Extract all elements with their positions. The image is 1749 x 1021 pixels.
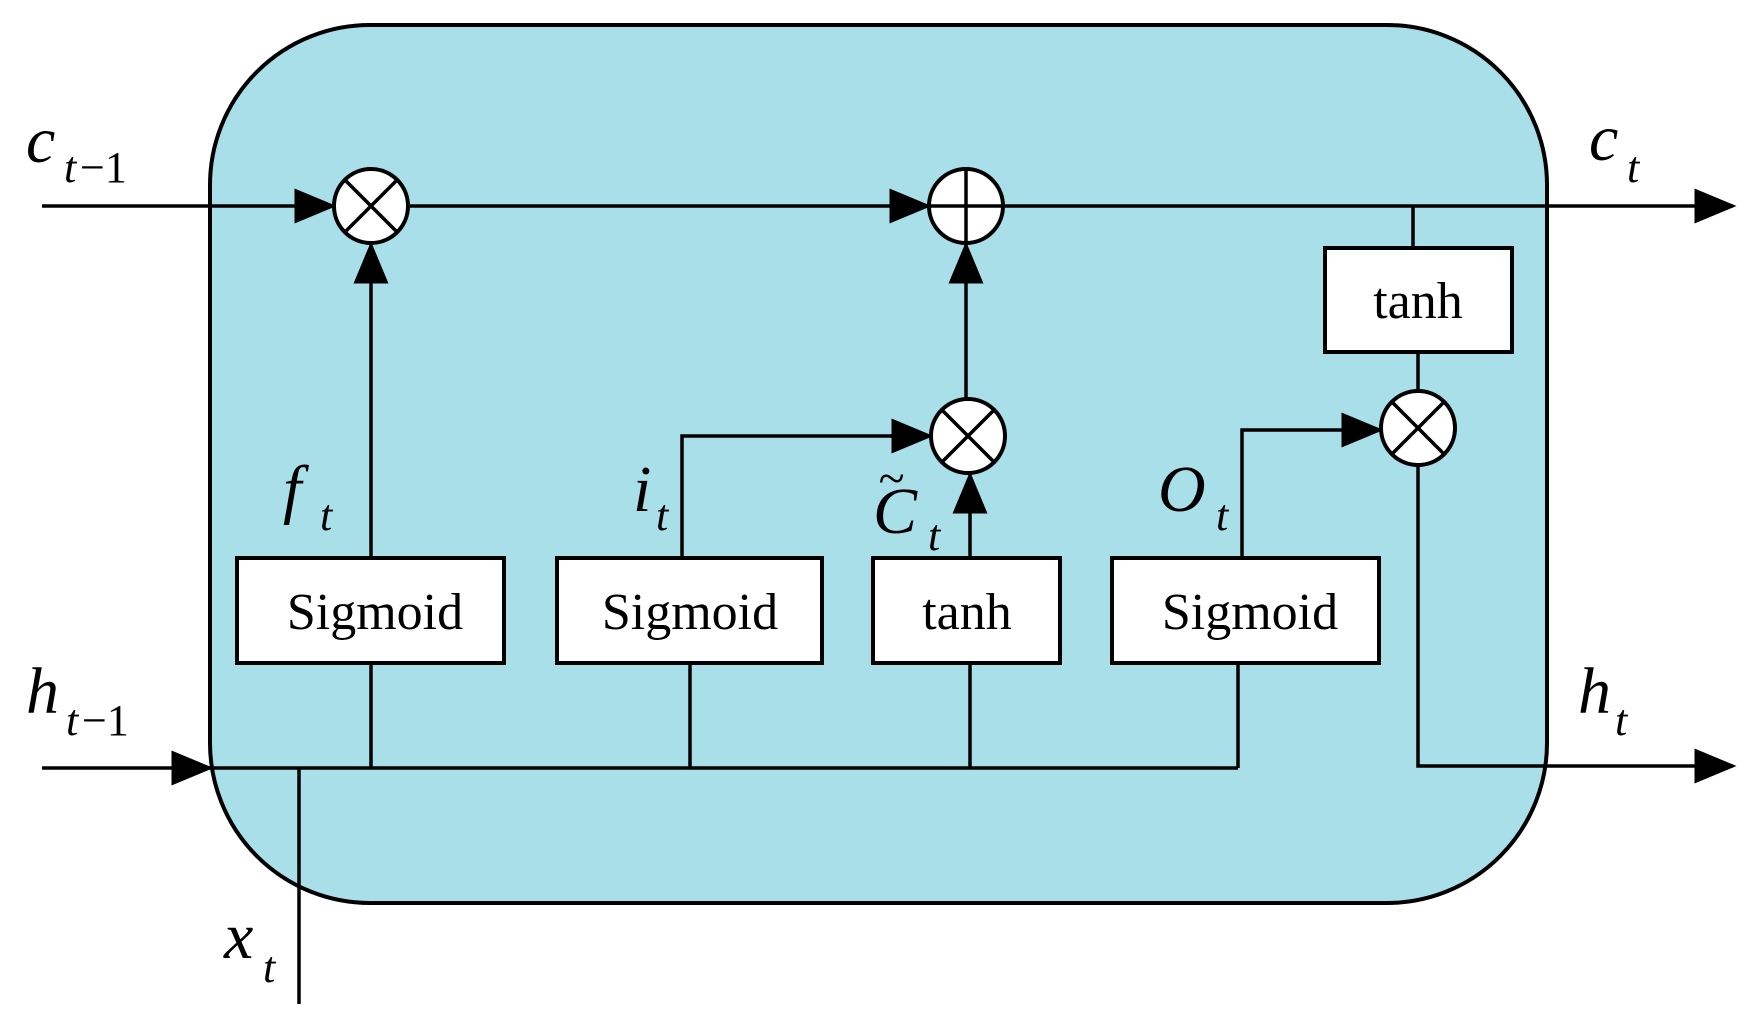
- output-gate-label: Sigmoid: [1162, 584, 1338, 641]
- forget-gate-box: Sigmoid: [235, 556, 506, 665]
- svg-text:c: c: [1589, 102, 1618, 175]
- svg-text:−1: −1: [82, 696, 129, 745]
- svg-text:h: h: [26, 655, 59, 728]
- output-gate-out-wire: [1240, 412, 1384, 558]
- input-multiply-op: [929, 397, 1007, 475]
- svg-text:c: c: [26, 104, 55, 177]
- label-c-out: c t: [1589, 102, 1641, 192]
- svg-text:C: C: [873, 475, 918, 548]
- label-output-var: O t: [1158, 453, 1230, 540]
- svg-text:t: t: [656, 491, 670, 540]
- label-candidate-var: ~ C t: [873, 452, 942, 560]
- svg-text:t: t: [1216, 491, 1230, 540]
- svg-text:t: t: [928, 511, 942, 560]
- input-gate-label: Sigmoid: [602, 584, 778, 641]
- output-multiply-op: [1379, 389, 1457, 467]
- forget-gate-label: Sigmoid: [287, 584, 463, 641]
- label-x: x t: [223, 900, 277, 992]
- label-h-prev: h t −1: [26, 655, 129, 745]
- forget-multiply-op: [332, 167, 410, 245]
- svg-text:i: i: [633, 453, 651, 526]
- label-h-out: h t: [1578, 655, 1629, 745]
- svg-text:t: t: [66, 696, 80, 745]
- output-activation-label: tanh: [1373, 273, 1463, 330]
- svg-text:−1: −1: [80, 143, 127, 192]
- svg-text:t: t: [64, 143, 78, 192]
- hidden-state-out-wire: [1416, 466, 1737, 784]
- cell-add-op: [927, 167, 1005, 245]
- label-c-prev: c t −1: [26, 104, 127, 192]
- svg-text:h: h: [1578, 655, 1611, 728]
- svg-text:t: t: [320, 491, 334, 540]
- svg-text:O: O: [1158, 453, 1206, 526]
- lstm-cell-body: [208, 23, 1549, 905]
- input-gate-box: Sigmoid: [555, 556, 824, 665]
- svg-text:t: t: [263, 943, 277, 992]
- label-input-var: i t: [633, 453, 670, 540]
- svg-text:~: ~: [878, 452, 904, 505]
- svg-text:x: x: [223, 900, 253, 973]
- svg-text:t: t: [1627, 143, 1641, 192]
- candidate-label: tanh: [922, 584, 1012, 641]
- candidate-box: tanh: [871, 556, 1062, 665]
- input-gate-out-wire: [680, 418, 934, 558]
- svg-text:t: t: [1615, 696, 1629, 745]
- output-gate-box: Sigmoid: [1110, 556, 1381, 665]
- output-activation-box: tanh: [1323, 246, 1514, 354]
